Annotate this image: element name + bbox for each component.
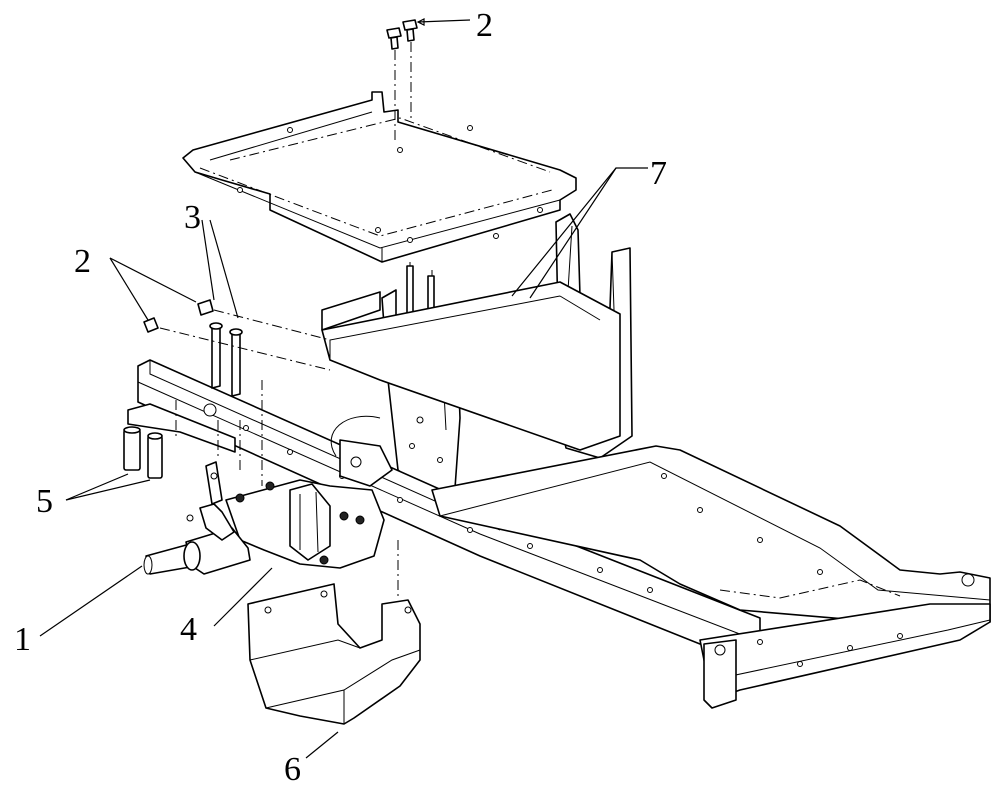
top-bolts xyxy=(386,19,418,140)
transaxle-assembly xyxy=(143,415,393,575)
callout-leaders xyxy=(39,18,648,759)
callout-2-left: 2 xyxy=(74,243,91,280)
left-bolts-and-nuts xyxy=(143,299,331,397)
callout-2-top: 2 xyxy=(476,7,493,44)
main-frame xyxy=(127,281,991,709)
callout-3: 3 xyxy=(184,199,201,236)
frame-hidden-lines xyxy=(239,380,901,599)
top-cover-plate xyxy=(182,91,577,263)
callout-7: 7 xyxy=(650,155,667,192)
transaxle-shield xyxy=(247,540,421,725)
spacers xyxy=(123,426,163,479)
callout-6: 6 xyxy=(284,751,301,788)
callout-4: 4 xyxy=(180,611,197,648)
callout-5: 5 xyxy=(36,483,53,520)
callout-1: 1 xyxy=(14,621,31,658)
